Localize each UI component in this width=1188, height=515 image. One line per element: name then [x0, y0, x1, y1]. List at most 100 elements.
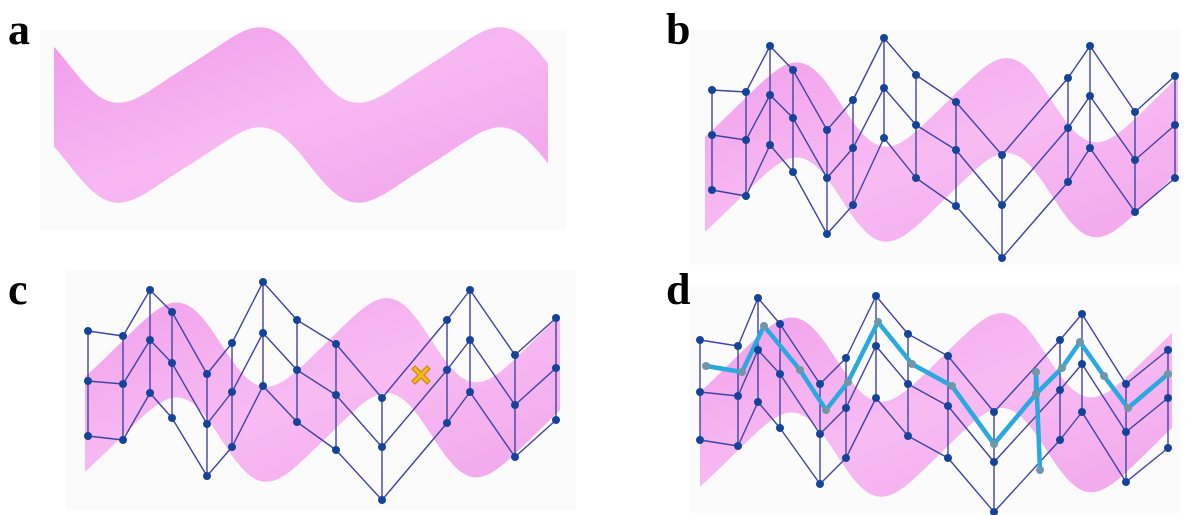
mesh-node: [816, 430, 824, 438]
mesh-node: [1122, 380, 1130, 388]
mesh-edge: [792, 69, 828, 131]
mesh-edge: [1001, 127, 1069, 206]
mesh-node: [1131, 208, 1139, 216]
mesh-node: [872, 292, 880, 300]
mesh-edge: [122, 289, 151, 337]
mesh-edge: [469, 391, 516, 458]
mesh-node: [119, 380, 127, 388]
mesh-node: [84, 432, 92, 440]
mesh-nodes: [84, 278, 560, 504]
mesh-edge: [1134, 124, 1176, 161]
mesh-edge: [993, 339, 1061, 413]
mesh-node: [378, 496, 386, 504]
path-node: [738, 368, 746, 376]
mesh-edge: [792, 171, 828, 235]
mesh-node: [998, 201, 1006, 209]
panel-a-surface-group: [54, 27, 548, 203]
mesh-edge: [993, 389, 1061, 463]
path-node: [1032, 390, 1040, 398]
mesh-node: [378, 394, 386, 402]
mesh-edge: [769, 144, 794, 173]
path-node: [702, 362, 710, 370]
mesh-edge: [1081, 313, 1127, 385]
mesh-node: [842, 404, 850, 412]
mesh-node: [1171, 72, 1179, 80]
mesh-edge: [1089, 45, 1136, 113]
mesh-node: [754, 346, 762, 354]
mesh-edge: [947, 405, 995, 463]
mesh-edge: [819, 457, 847, 485]
mesh-edge: [779, 427, 821, 485]
mesh-node: [754, 398, 762, 406]
mesh-edge: [769, 94, 794, 119]
mesh-edge: [149, 339, 173, 364]
mesh-nodes: [708, 34, 1179, 262]
mesh-edge: [335, 394, 383, 448]
mesh-node: [880, 34, 888, 42]
mesh-node: [880, 134, 888, 142]
mesh-edge: [1134, 177, 1176, 213]
mesh-node: [904, 330, 912, 338]
mesh-edge: [1067, 45, 1091, 79]
mesh-node: [849, 96, 857, 104]
mesh-edge: [875, 397, 909, 437]
panel-label-a: a: [8, 5, 30, 54]
mesh-node: [1122, 478, 1130, 486]
mesh-edge: [1067, 95, 1091, 129]
mesh-node: [511, 351, 519, 359]
mesh-edge: [149, 392, 173, 419]
mesh-edge: [296, 369, 337, 396]
mesh-edge: [947, 457, 995, 513]
mesh-edge: [206, 446, 233, 477]
mesh-node: [552, 416, 560, 424]
mesh-node: [228, 339, 236, 347]
mesh-node: [816, 480, 824, 488]
mesh-edge: [262, 332, 298, 371]
mesh-node: [789, 114, 797, 122]
mesh-edge: [757, 401, 781, 429]
mesh-edge: [883, 37, 917, 76]
path-node: [844, 378, 852, 386]
panel-d-mesh-group: [696, 292, 1172, 515]
mesh-node: [84, 377, 92, 385]
mesh-node: [228, 443, 236, 451]
mesh-node: [708, 186, 716, 194]
mesh-edge: [1089, 147, 1136, 213]
mesh-edge: [845, 295, 877, 359]
mesh-node: [1131, 156, 1139, 164]
mesh-node: [952, 202, 960, 210]
mesh-node: [789, 168, 797, 176]
path-node: [796, 366, 804, 374]
mesh-edge: [171, 362, 208, 425]
path-node: [948, 382, 956, 390]
mesh-node: [912, 121, 920, 129]
mesh-node: [466, 388, 474, 396]
surface-band: [54, 27, 548, 203]
panel-label-c: c: [8, 265, 28, 314]
mesh-node: [378, 443, 386, 451]
mesh-node: [203, 420, 211, 428]
mesh-edge: [852, 87, 885, 149]
mesh-edge: [296, 319, 337, 345]
mesh-edge: [699, 439, 739, 447]
mesh-node: [952, 98, 960, 106]
mesh-edge: [711, 189, 747, 197]
mesh-edge: [955, 149, 1003, 206]
mesh-node: [708, 86, 716, 94]
mesh-node: [823, 126, 831, 134]
mesh-node: [696, 336, 704, 344]
mesh-edge: [826, 99, 854, 131]
mesh-edge: [711, 89, 747, 93]
path-node: [1124, 404, 1132, 412]
mesh-node: [511, 401, 519, 409]
mesh-node: [511, 453, 519, 461]
mesh-edge: [296, 421, 337, 451]
mesh-edge: [1001, 77, 1069, 156]
mesh-edge: [915, 177, 957, 207]
mesh-edge: [883, 87, 917, 126]
mesh-edge: [231, 385, 264, 448]
mesh-node: [146, 286, 154, 294]
mesh-edges: [711, 37, 1176, 259]
mesh-edge: [745, 144, 771, 197]
mesh-edge: [1125, 397, 1169, 433]
